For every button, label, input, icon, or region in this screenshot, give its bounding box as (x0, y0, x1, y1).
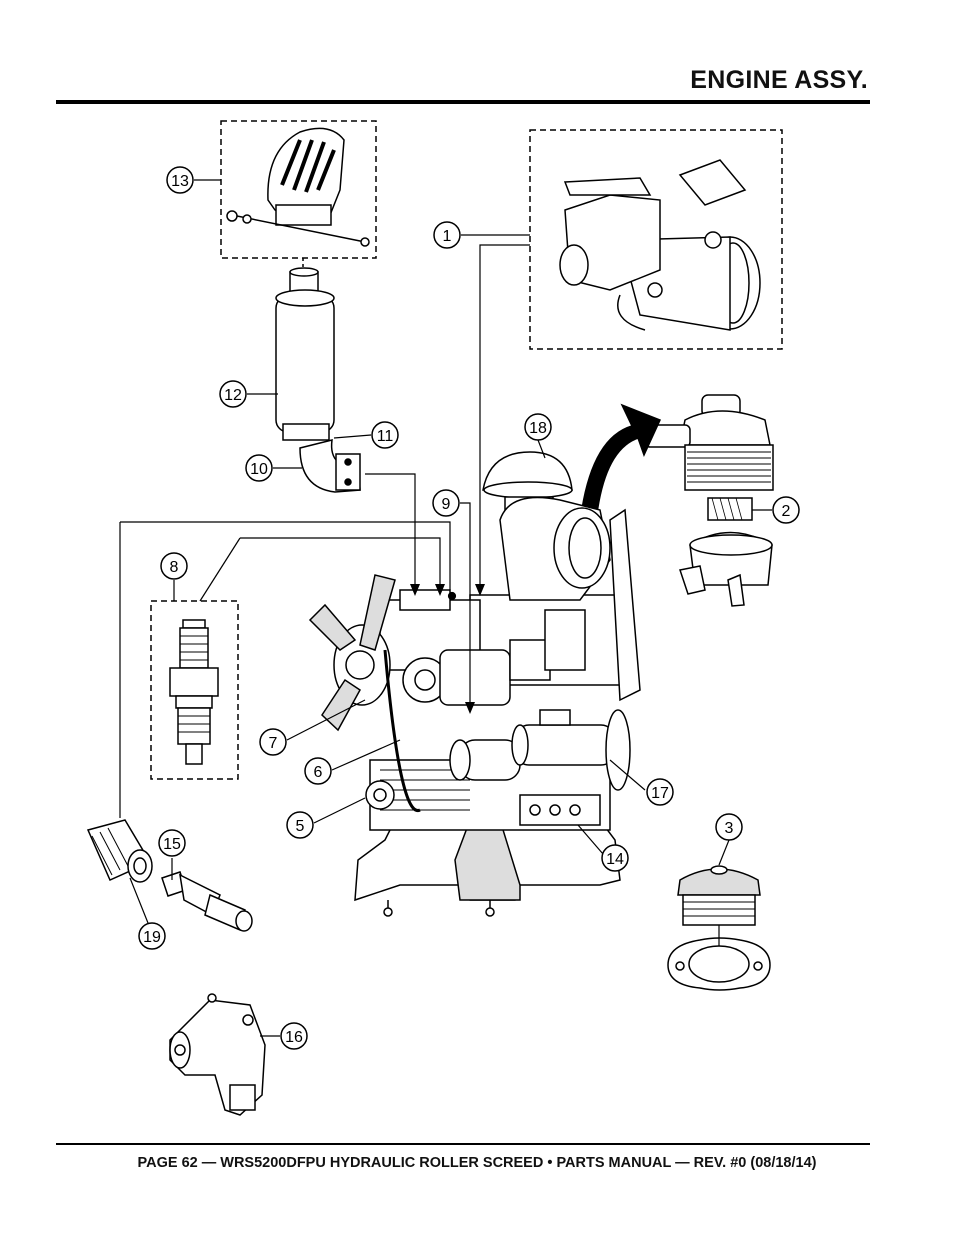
callout-c11: 12 (219, 380, 247, 408)
svg-text:2: 2 (782, 503, 791, 520)
callout-c1: 1 (433, 221, 461, 249)
air-filter-group (644, 394, 774, 607)
callout-c6: 7 (259, 728, 287, 756)
sensor-group (161, 871, 253, 932)
muffler-group (275, 258, 335, 441)
callout-c16: 17 (646, 778, 674, 806)
muffler-guard-group (220, 120, 377, 259)
curved-arrow-icon (577, 403, 662, 549)
callout-c14: 15 (158, 829, 186, 857)
svg-text:15: 15 (163, 836, 181, 853)
arrowheads (410, 584, 485, 714)
elbow-group (299, 439, 361, 493)
svg-text:3: 3 (725, 820, 734, 837)
callout-c10: 11 (371, 421, 399, 449)
svg-text:10: 10 (250, 461, 268, 478)
callout-c4: 5 (286, 811, 314, 839)
engine-body (308, 496, 641, 917)
svg-text:17: 17 (651, 785, 669, 802)
svg-text:7: 7 (269, 735, 278, 752)
svg-text:19: 19 (143, 929, 161, 946)
svg-text:1: 1 (443, 228, 452, 245)
svg-text:12: 12 (224, 387, 242, 404)
svg-text:13: 13 (171, 173, 189, 190)
title-rule (56, 100, 870, 104)
page-title: ENGINE ASSY. (690, 66, 868, 94)
callout-c5: 6 (304, 757, 332, 785)
svg-text:9: 9 (442, 496, 451, 513)
callout-c3: 3 (715, 813, 743, 841)
callout-c17: 18 (524, 413, 552, 441)
fitting-group (86, 819, 153, 883)
callout-c8: 9 (432, 489, 460, 517)
callout-c15: 16 (280, 1022, 308, 1050)
callout-c13: 14 (601, 844, 629, 872)
svg-text:6: 6 (314, 764, 323, 781)
spark-plug-group (150, 600, 239, 780)
svg-text:14: 14 (606, 851, 624, 868)
callout-c18: 19 (138, 922, 166, 950)
callout-c9: 10 (245, 454, 273, 482)
leader-lines (119, 179, 772, 1037)
svg-text:8: 8 (170, 559, 179, 576)
page-footer: PAGE 62 — WRS5200DFPU HYDRAULIC ROLLER S… (137, 1155, 817, 1171)
svg-text:16: 16 (285, 1029, 303, 1046)
svg-text:18: 18 (529, 420, 547, 437)
callout-c2: 2 (772, 496, 800, 524)
callout-c7: 8 (160, 552, 188, 580)
water-pump-group (169, 993, 266, 1116)
svg-text:11: 11 (377, 428, 394, 445)
callout-c12: 13 (166, 166, 194, 194)
carburetor-group (529, 129, 783, 350)
footer-rule (56, 1143, 870, 1145)
svg-text:5: 5 (296, 818, 305, 835)
